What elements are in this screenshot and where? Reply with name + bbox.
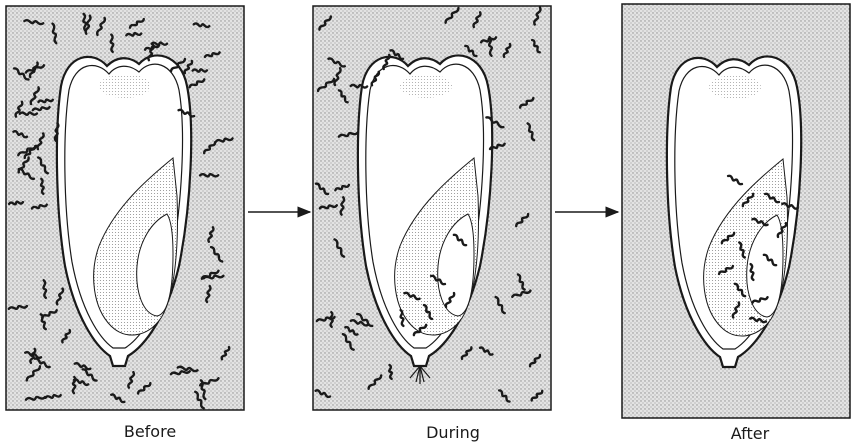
seed-top-stipple xyxy=(400,74,452,98)
panel-label-during: During xyxy=(373,423,533,443)
seed-top-stipple xyxy=(709,75,761,99)
panel-label-before: Before xyxy=(70,422,230,442)
seed-top-stipple xyxy=(99,74,151,98)
panel-label-after: After xyxy=(670,424,830,444)
